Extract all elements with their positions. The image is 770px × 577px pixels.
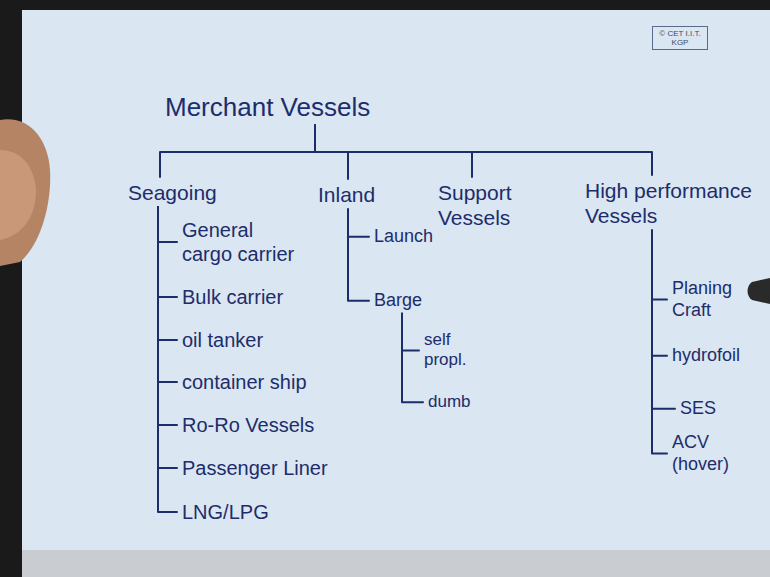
node-label: ACV (hover) (672, 432, 742, 475)
node-label: High performance Vessels (585, 178, 760, 228)
node-label: Seagoing (128, 180, 217, 205)
tree-node: Bulk carrier (182, 285, 283, 309)
tree-node: SES (680, 398, 716, 420)
tree-node: Barge (374, 290, 422, 312)
tree-node: hydrofoil (672, 345, 740, 367)
marker-tip (748, 278, 770, 304)
tree-node: self propl. (424, 330, 479, 371)
tree-branch (158, 207, 177, 512)
tree-branch (158, 207, 177, 425)
node-label: Bulk carrier (182, 285, 283, 309)
tree-node: oil tanker (182, 328, 263, 352)
node-label: Support Vessels (438, 180, 528, 230)
paper-edge (22, 550, 770, 577)
tree-node: Seagoing (128, 180, 217, 205)
tree-branch (402, 314, 423, 403)
tree-branch (158, 207, 177, 382)
tree-node: High performance Vessels (585, 178, 760, 228)
tree-node: Inland (318, 182, 375, 207)
node-label: Inland (318, 182, 375, 207)
node-label: General cargo carrier (182, 218, 302, 266)
tree-node: Ro-Ro Vessels (182, 413, 314, 437)
paper-sheet (22, 10, 770, 550)
tree-branch (348, 209, 369, 301)
tree-node: Planing Craft (672, 278, 752, 321)
node-label: SES (680, 398, 716, 420)
tree-branch (652, 230, 667, 355)
node-label: dumb (428, 392, 471, 412)
node-label: Launch (374, 226, 433, 248)
node-label: Ro-Ro Vessels (182, 413, 314, 437)
tree-branch (402, 314, 419, 351)
tree-node: dumb (428, 392, 471, 412)
tree-branch (652, 230, 667, 453)
tree-node: ACV (hover) (672, 432, 742, 475)
tree-branch (315, 125, 652, 175)
copyright-stamp: © CET I.I.T. KGP (652, 26, 708, 50)
tree-branch (160, 125, 315, 177)
tree-branch (158, 207, 177, 297)
finger (0, 119, 50, 266)
node-label: hydrofoil (672, 345, 740, 367)
tree-node: container ship (182, 370, 307, 394)
node-label: LNG/LPG (182, 500, 269, 524)
node-label: Planing Craft (672, 278, 752, 321)
tree-node: LNG/LPG (182, 500, 269, 524)
node-label: self propl. (424, 330, 479, 371)
tree-branch (158, 207, 177, 340)
tree-node: Merchant Vessels (165, 92, 370, 123)
finger-highlight (0, 150, 36, 240)
tree-node: Passenger Liner (182, 456, 328, 480)
tree-branch (348, 209, 369, 237)
tree-node: Support Vessels (438, 180, 528, 230)
node-label: oil tanker (182, 328, 263, 352)
tree-node: Launch (374, 226, 433, 248)
tree-branch (158, 207, 177, 242)
node-label: Passenger Liner (182, 456, 328, 480)
node-label: container ship (182, 370, 307, 394)
tree-node: General cargo carrier (182, 218, 302, 266)
tree-branch (652, 230, 675, 408)
node-label: Merchant Vessels (165, 92, 370, 123)
tree-branch (158, 207, 177, 468)
node-label: Barge (374, 290, 422, 312)
tree-branch (652, 230, 667, 299)
